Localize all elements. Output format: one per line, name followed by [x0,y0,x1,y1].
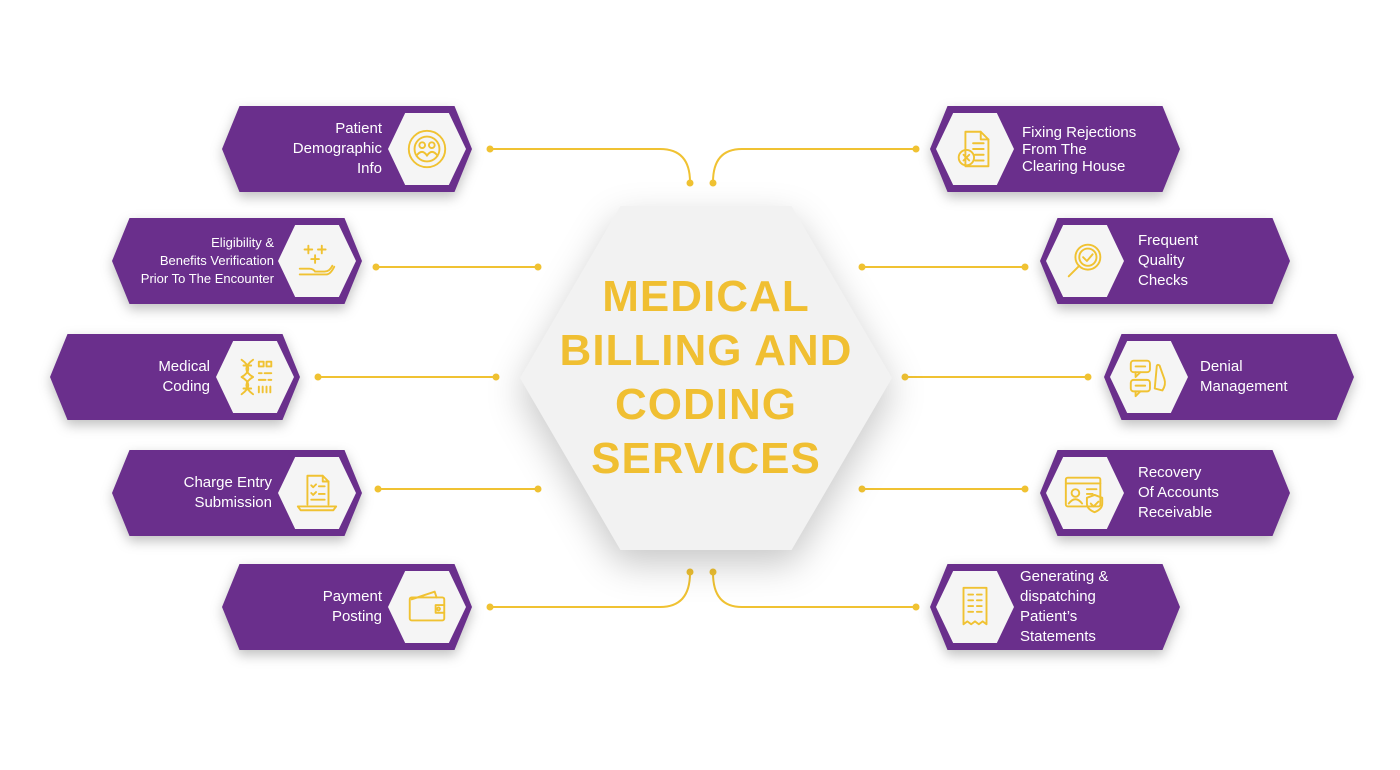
connector-dot [1021,263,1029,271]
connector-payment-posting [490,572,691,608]
hand-plus-icon [278,225,356,297]
item-label: Denial Management [1200,358,1288,395]
connector-dot [486,145,494,153]
chat-hand-icon [1110,341,1188,413]
item-denial-management: Denial Management [1104,334,1354,420]
connector-dot [486,603,494,611]
account-shield-icon [1046,457,1124,529]
item-label: Payment Posting [322,588,382,625]
connector-dot [1021,485,1029,493]
connector-dot [686,568,694,576]
connector-dot [492,373,500,381]
connector-dot [374,485,382,493]
item-patient-demographic: Patient Demographic Info [222,106,472,192]
item-label: Generating & dispatching Patient’s State… [1020,568,1109,645]
connector-patient-demographic [490,148,691,183]
connector-dot [858,485,866,493]
item-label: Recovery Of Accounts Receivable [1138,464,1219,521]
magnifier-check-icon [1046,225,1124,297]
item-quality-checks: Frequent Quality Checks [1040,218,1290,304]
item-medical-coding: Medical Coding [50,334,300,420]
item-label: Fixing Rejections From The Clearing Hous… [1022,123,1137,175]
statement-icon [936,571,1014,643]
dna-code-icon [216,341,294,413]
center-hexagon: MEDICAL BILLING AND CODING SERVICES [520,206,892,550]
item-label: Eligibility & Benefits Verification Prio… [140,235,274,286]
document-reject-icon [936,113,1014,185]
people-circle-icon [388,113,466,185]
item-payment-posting: Payment Posting [222,564,472,650]
wallet-icon [388,571,466,643]
item-eligibility-verification: Eligibility & Benefits Verification Prio… [112,218,362,304]
item-charge-entry: Charge Entry Submission [112,450,362,536]
laptop-document-icon [278,457,356,529]
center-title: MEDICAL BILLING AND CODING SERVICES [559,272,853,483]
connector-dot [1084,373,1092,381]
item-generating-statements: Generating & dispatching Patient’s State… [930,564,1180,650]
connector-dot [372,263,380,271]
connector-statements [712,572,916,608]
item-label: Patient Demographic Info [292,120,382,177]
item-label: Frequent Quality Checks [1138,232,1199,289]
connector-fixing-rejections [712,148,916,183]
item-recovery-receivable: Recovery Of Accounts Receivable [1040,450,1290,536]
connector-dot [709,179,717,187]
connector-dot [314,373,322,381]
connector-dot [858,263,866,271]
connector-dot [534,263,542,271]
item-fixing-rejections: Fixing Rejections From The Clearing Hous… [930,106,1180,192]
connector-dot [686,179,694,187]
connector-dot [901,373,909,381]
connector-dot [709,568,717,576]
connector-dot [912,603,920,611]
connector-dot [912,145,920,153]
connector-dot [534,485,542,493]
item-label: Medical Coding [158,358,210,395]
item-label: Charge Entry Submission [183,474,272,511]
